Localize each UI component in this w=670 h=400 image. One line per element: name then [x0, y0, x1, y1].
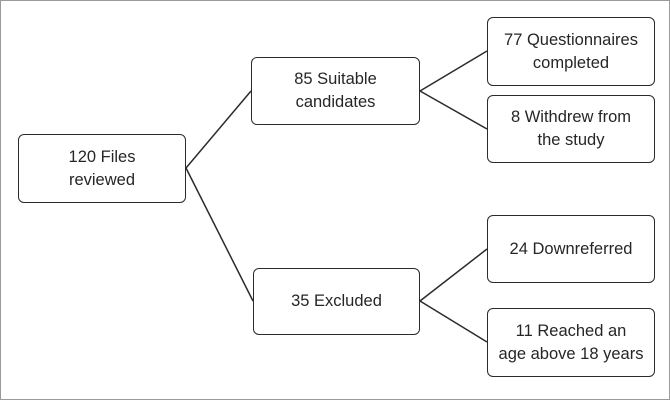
node-questionnaires-completed-line2: completed	[532, 53, 610, 72]
node-suitable-candidates-line2: candidates	[295, 93, 376, 111]
node-questionnaires-completed-line1: 77 Questionnaires	[504, 30, 638, 49]
node-age-above-18-line2: age above 18 years	[498, 344, 644, 363]
node-withdrew-line1: 8 Withdrew from	[510, 108, 632, 126]
node-excluded: 35 Excluded	[253, 268, 420, 335]
node-downreferred: 24 Downreferred	[487, 215, 655, 283]
edge-excluded-downreferred	[419, 248, 488, 302]
node-age-above-18: 11 Reached an age above 18 years	[487, 308, 655, 377]
node-suitable-candidates-line1: 85 Suitable	[294, 70, 377, 88]
node-files-reviewed: 120 Files reviewed	[18, 134, 186, 203]
edge-suitable-withdrew	[419, 90, 488, 130]
edge-root-suitable	[185, 90, 252, 169]
node-suitable-candidates: 85 Suitable candidates	[251, 57, 420, 125]
node-downreferred-line1: 24 Downreferred	[509, 239, 633, 258]
node-withdrew: 8 Withdrew from the study	[487, 95, 655, 163]
node-questionnaires-completed: 77 Questionnaires completed	[487, 17, 655, 86]
node-files-reviewed-line1: 120 Files	[68, 147, 136, 166]
node-files-reviewed-line2: reviewed	[68, 170, 136, 189]
node-withdrew-line2: the study	[537, 131, 605, 149]
node-age-above-18-line1: 11 Reached an	[515, 321, 627, 340]
node-excluded-line1: 35 Excluded	[291, 292, 382, 310]
edge-root-excluded	[185, 167, 254, 302]
edge-excluded-age	[419, 300, 488, 343]
edge-suitable-questionnaires	[419, 50, 488, 92]
